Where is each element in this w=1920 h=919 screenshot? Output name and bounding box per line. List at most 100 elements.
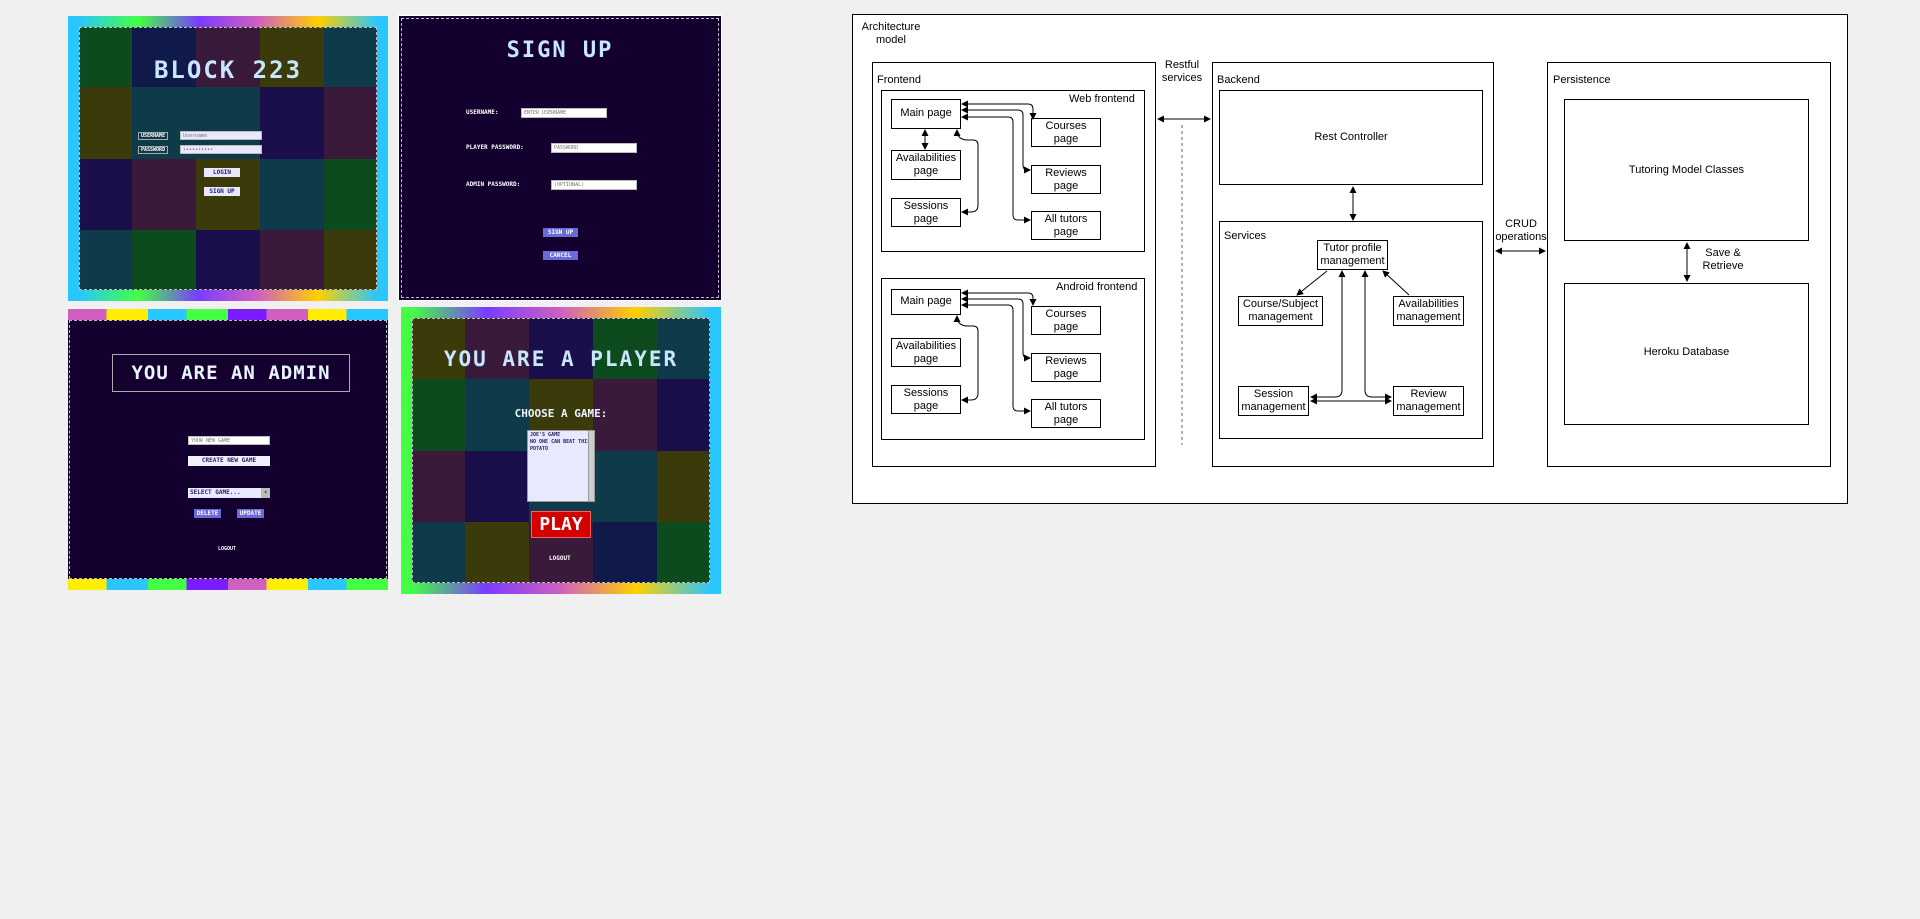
bottom-stripe [68, 579, 388, 590]
frontend-label: Frontend [877, 74, 922, 86]
tutor-course-arrow [1296, 270, 1328, 296]
username-field[interactable]: Username [180, 131, 262, 140]
login-button[interactable]: LOGIN [204, 168, 240, 177]
tutor-session-arrow [1310, 270, 1346, 401]
tutor-availabilities-arrow [1382, 270, 1410, 296]
web-main-page-label: Main page [900, 107, 952, 119]
create-game-button[interactable]: CREATE NEW GAME [188, 456, 270, 466]
heroku-database [1564, 283, 1809, 425]
list-item[interactable]: NO ONE CAN BEAT THIS [530, 439, 591, 445]
android-sessions-page [891, 385, 961, 414]
player-password-field[interactable]: PASSWORD [551, 143, 637, 153]
save-retrieve-label: Save & Retrieve [1702, 247, 1744, 272]
backend-label: Backend [1217, 74, 1260, 86]
restful-services-label: Restful services [1161, 59, 1203, 84]
top-stripe [68, 309, 388, 320]
play-button[interactable]: PLAY [531, 511, 591, 538]
android-courses-page [1031, 306, 1101, 335]
web-availabilities-page [891, 150, 961, 180]
web-main-page [891, 99, 961, 129]
web-courses-page-label: Courses page [1045, 120, 1087, 145]
logout-link[interactable]: LOGOUT [549, 555, 571, 562]
game-list[interactable]: JOE'S GAME NO ONE CAN BEAT THIS POTATO [527, 430, 595, 502]
select-value: SELECT GAME... [190, 489, 241, 496]
page-title: BLOCK 223 [153, 56, 303, 84]
session-service [1238, 386, 1309, 416]
diagram-connectors [921, 100, 1691, 445]
web-main-tutors-arrow [961, 113, 1031, 224]
list-item[interactable]: JOE'S GAME [530, 432, 561, 438]
web-tutors-page-label: All tutors page [1044, 213, 1088, 238]
android-courses-page-label: Courses page [1045, 308, 1087, 333]
chevron-down-icon: ▾ [261, 488, 270, 498]
login-screen: BLOCK 223 USERNAME Username PASSWORD •••… [68, 16, 388, 301]
page-title: SIGN UP [506, 38, 614, 63]
android-frontend-label: Android frontend [1056, 281, 1138, 293]
course-subject-service-label: Course/Subject management [1242, 298, 1319, 323]
web-reviews-page [1031, 165, 1101, 194]
diagram-title: Architecture model [861, 21, 921, 46]
web-main-courses-arrow [961, 100, 1037, 120]
availabilities-service-label: Availabilities management [1396, 298, 1461, 323]
username-label: USERNAME [138, 132, 169, 140]
rest-controller-label: Rest Controller [1314, 131, 1388, 143]
tutoring-model-classes [1564, 99, 1809, 241]
android-main-page-label: Main page [900, 295, 952, 307]
web-frontend-label: Web frontend [1069, 93, 1135, 105]
heroku-database-label: Heroku Database [1643, 346, 1730, 358]
logout-link[interactable]: LOGOUT [218, 546, 237, 552]
username-label: USERNAME: [466, 109, 499, 116]
tutor-profile-service [1317, 240, 1388, 270]
android-reviews-page [1031, 353, 1101, 382]
android-main-courses-arrow [961, 289, 1037, 306]
tutoring-model-classes-label: Tutoring Model Classes [1628, 164, 1745, 176]
delete-button[interactable]: DELETE [194, 509, 221, 518]
android-availabilities-page-label: Availabilities page [895, 340, 957, 365]
page-title: YOU ARE AN ADMIN [112, 354, 350, 392]
update-button[interactable]: UPDATE [237, 509, 264, 518]
crud-operations-label: CRUD operations [1495, 218, 1547, 243]
availabilities-service [1393, 296, 1464, 326]
scrollbar[interactable] [588, 431, 594, 501]
android-main-reviews-arrow [961, 295, 1031, 362]
password-field[interactable]: •••••••••• [180, 145, 262, 154]
cancel-button[interactable]: CANCEL [543, 251, 578, 260]
android-sessions-page-label: Sessions page [903, 387, 949, 412]
android-main-tutors-arrow [961, 301, 1031, 415]
web-sessions-page-label: Sessions page [903, 200, 949, 225]
signup-button[interactable]: SIGN UP [543, 228, 578, 237]
list-item[interactable]: POTATO [530, 446, 549, 452]
web-reviews-page-label: Reviews page [1045, 167, 1087, 192]
tutor-profile-service-label: Tutor profile management [1320, 242, 1385, 267]
android-reviews-page-label: Reviews page [1045, 355, 1087, 380]
new-game-input[interactable]: YOUR NEW GAME [188, 436, 270, 445]
web-availabilities-page-label: Availabilities page [895, 152, 957, 177]
rainbow-border [68, 16, 388, 301]
choose-game-label: CHOOSE A GAME: [514, 407, 608, 420]
player-screen: YOU ARE A PLAYER CHOOSE A GAME: JOE'S GA… [401, 307, 721, 594]
tutor-review-arrow [1361, 270, 1392, 401]
android-tutors-page [1031, 399, 1101, 428]
session-service-label: Session management [1241, 388, 1306, 413]
android-main-page [891, 289, 961, 315]
username-field[interactable]: ENTER USERNAME [521, 108, 607, 118]
rest-controller [1219, 90, 1483, 185]
architecture-diagram: Architecture model Frontend Web frontend… [852, 14, 1848, 504]
android-tutors-page-label: All tutors page [1044, 401, 1088, 426]
page-title: YOU ARE A PLAYER [443, 347, 679, 371]
review-service [1393, 386, 1464, 416]
web-courses-page [1031, 118, 1101, 147]
android-availabilities-page [891, 338, 961, 367]
admin-password-field[interactable]: (OPTIONAL) [551, 180, 637, 190]
persistence-label: Persistence [1553, 74, 1611, 86]
signup-screen: SIGN UP USERNAME: ENTER USERNAME PLAYER … [398, 15, 722, 301]
signup-button[interactable]: SIGN UP [204, 187, 240, 196]
android-main-sessions-arrow [953, 315, 979, 404]
admin-password-label: ADMIN PASSWORD: [466, 181, 521, 188]
services-label: Services [1224, 230, 1267, 242]
web-main-sessions-arrow [953, 129, 979, 216]
password-label: PASSWORD [138, 146, 169, 154]
review-service-label: Review management [1396, 388, 1461, 413]
web-tutors-page [1031, 211, 1101, 240]
select-game-dropdown[interactable]: SELECT GAME... ▾ [188, 488, 270, 498]
